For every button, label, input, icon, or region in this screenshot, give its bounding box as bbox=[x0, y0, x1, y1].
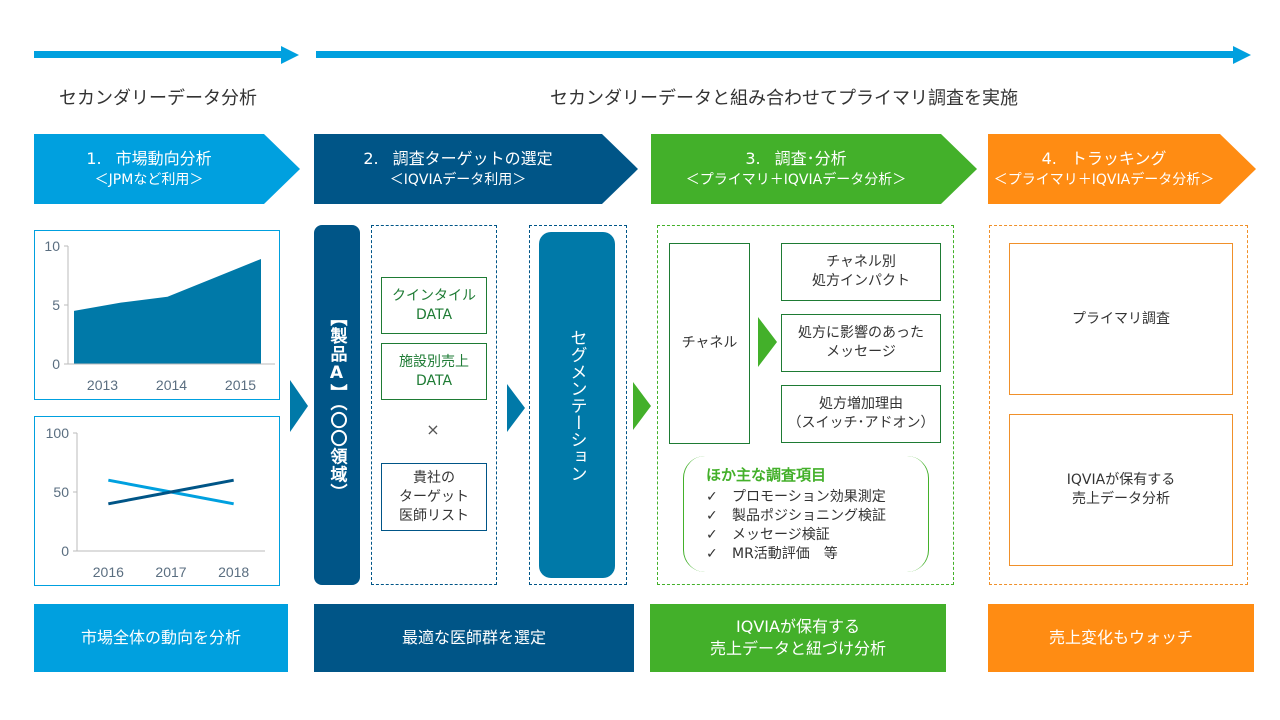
chevron-right-icon bbox=[633, 382, 651, 430]
step-subtitle: ＜IQVIAデータ利用＞ bbox=[389, 172, 527, 188]
data-sources-group bbox=[371, 225, 497, 585]
line-series-b bbox=[108, 478, 234, 506]
step-title: 4. トラッキング bbox=[988, 148, 1220, 170]
arrow-head-icon bbox=[1233, 46, 1251, 64]
target-list-label: 貴社の ターゲット 医師リスト bbox=[399, 469, 469, 524]
segmentation-group bbox=[529, 225, 627, 585]
other-survey-items: ほか主な調査項目 ✓プロモーション効果測定 ✓製品ポジショニング検証 ✓メッセー… bbox=[683, 456, 929, 572]
list-item: ✓MR活動評価 等 bbox=[706, 546, 838, 562]
x-tick-label: 2015 bbox=[225, 377, 256, 393]
quintile-data-box: クインタイル DATA bbox=[381, 277, 487, 334]
step-subtitle: ＜プライマリ＋IQVIAデータ分析＞ bbox=[993, 172, 1215, 188]
phase-title-secondary: セカンダリーデータ分析 bbox=[59, 88, 257, 109]
list-item: ✓メッセージ検証 bbox=[706, 527, 830, 543]
step-title: 2. 調査ターゲットの選定 bbox=[314, 148, 602, 170]
step-title-text: 調査ターゲットの選定 bbox=[392, 149, 553, 168]
message-impact-box: 処方に影響のあった メッセージ bbox=[781, 314, 941, 372]
y-tick-label: 5 bbox=[52, 297, 60, 313]
y-tick-label: 0 bbox=[52, 356, 60, 372]
x-tick-label: 2018 bbox=[218, 564, 249, 580]
y-tick-label: 50 bbox=[53, 484, 69, 500]
rx-increase-reason-box: 処方増加理由 （スイッチ･アドオン） bbox=[781, 385, 941, 443]
quintile-data-label: クインタイル DATA bbox=[392, 287, 476, 323]
chevron-right-icon bbox=[290, 380, 308, 432]
y-tick-label: 100 bbox=[46, 425, 70, 441]
x-tick-label: 2013 bbox=[87, 377, 118, 393]
check-icon: ✓ bbox=[706, 546, 718, 562]
summary-link-sales-data: IQVIAが保有する 売上データと紐づけ分析 bbox=[650, 604, 946, 672]
x-tick-label: 2017 bbox=[155, 564, 186, 580]
arrow-head-icon bbox=[281, 46, 299, 64]
step-number: 4. bbox=[1041, 149, 1057, 168]
summary-select-physicians: 最適な医師群を選定 bbox=[314, 604, 634, 672]
market-trend-area-chart: 0 5 10 2013 2014 2015 bbox=[34, 230, 280, 400]
summary-market-analysis: 市場全体の動向を分析 bbox=[34, 604, 288, 672]
step-title-text: 調査･分析 bbox=[774, 149, 847, 168]
primary-survey-label: プライマリ調査 bbox=[1072, 310, 1170, 327]
segmentation-bar: セグメンテーション bbox=[539, 232, 615, 578]
target-list-box: 貴社の ターゲット 医師リスト bbox=[381, 463, 487, 531]
channel-impact-box: チャネル別 処方インパクト bbox=[781, 243, 941, 301]
y-tick-label: 10 bbox=[44, 238, 60, 254]
step-number: 1. bbox=[86, 149, 102, 168]
facility-sales-data-label: 施設別売上 DATA bbox=[399, 353, 469, 389]
step-chevron-3: 3. 調査･分析 ＜プライマリ＋IQVIAデータ分析＞ bbox=[651, 134, 977, 204]
list-item: ✓製品ポジショニング検証 bbox=[706, 508, 886, 524]
y-tick-label: 0 bbox=[61, 543, 69, 559]
facility-sales-data-box: 施設別売上 DATA bbox=[381, 343, 487, 400]
x-tick-label: 2016 bbox=[93, 564, 124, 580]
step-subtitle: ＜プライマリ＋IQVIAデータ分析＞ bbox=[685, 172, 907, 188]
phase-title-primary: セカンダリーデータと組み合わせてプライマリ調査を実施 bbox=[550, 88, 1018, 109]
step-title: 1. 市場動向分析 bbox=[34, 148, 264, 170]
other-survey-list: ✓プロモーション効果測定 ✓製品ポジショニング検証 ✓メッセージ検証 ✓MR活動… bbox=[706, 488, 886, 564]
step-chevron-4: 4. トラッキング ＜プライマリ＋IQVIAデータ分析＞ bbox=[988, 134, 1256, 204]
step-title-text: トラッキング bbox=[1070, 149, 1167, 168]
chevron-right-icon bbox=[758, 317, 777, 367]
step-chevron-1: 1. 市場動向分析 ＜JPMなど利用＞ bbox=[34, 134, 300, 204]
channel-label: チャネル bbox=[681, 335, 738, 351]
survey-analysis-group bbox=[657, 225, 954, 585]
step-title: 3. 調査･分析 bbox=[651, 148, 941, 170]
product-bar: 【製品A】（〇〇領域） bbox=[314, 225, 360, 585]
message-impact-label: 処方に影響のあった メッセージ bbox=[798, 325, 924, 360]
tracking-group bbox=[989, 225, 1248, 585]
sales-data-analysis-label: IQVIAが保有する 売上データ分析 bbox=[1066, 472, 1176, 507]
chevron-right-icon bbox=[507, 384, 525, 432]
step-number: 2. bbox=[363, 149, 379, 168]
primary-survey-box: プライマリ調査 bbox=[1009, 243, 1233, 395]
phase-arrow-primary bbox=[316, 51, 1234, 58]
channel-impact-label: チャネル別 処方インパクト bbox=[812, 254, 910, 289]
step-subtitle: ＜JPMなど利用＞ bbox=[94, 172, 204, 188]
area-series bbox=[74, 258, 261, 364]
check-icon: ✓ bbox=[706, 508, 718, 524]
phase-arrow-secondary bbox=[34, 51, 282, 58]
step-number: 3. bbox=[745, 149, 761, 168]
step-chevron-2: 2. 調査ターゲットの選定 ＜IQVIAデータ利用＞ bbox=[314, 134, 638, 204]
segmentation-label: セグメンテーション bbox=[566, 328, 587, 482]
other-survey-title: ほか主な調査項目 bbox=[706, 466, 827, 484]
product-label: 【製品A】（〇〇領域） bbox=[326, 308, 347, 502]
check-icon: ✓ bbox=[706, 489, 718, 505]
step-title-text: 市場動向分析 bbox=[115, 149, 212, 168]
times-symbol: × bbox=[426, 420, 440, 439]
list-item: ✓プロモーション効果測定 bbox=[706, 489, 886, 505]
x-tick-label: 2014 bbox=[156, 377, 187, 393]
rx-increase-reason-label: 処方増加理由 （スイッチ･アドオン） bbox=[787, 396, 935, 431]
channel-box: チャネル bbox=[669, 243, 750, 444]
sales-data-analysis-box: IQVIAが保有する 売上データ分析 bbox=[1009, 414, 1233, 566]
market-trend-line-chart: 0 50 100 2016 2017 2018 bbox=[34, 416, 280, 586]
check-icon: ✓ bbox=[706, 527, 718, 543]
summary-watch-sales: 売上変化もウォッチ bbox=[988, 604, 1254, 672]
